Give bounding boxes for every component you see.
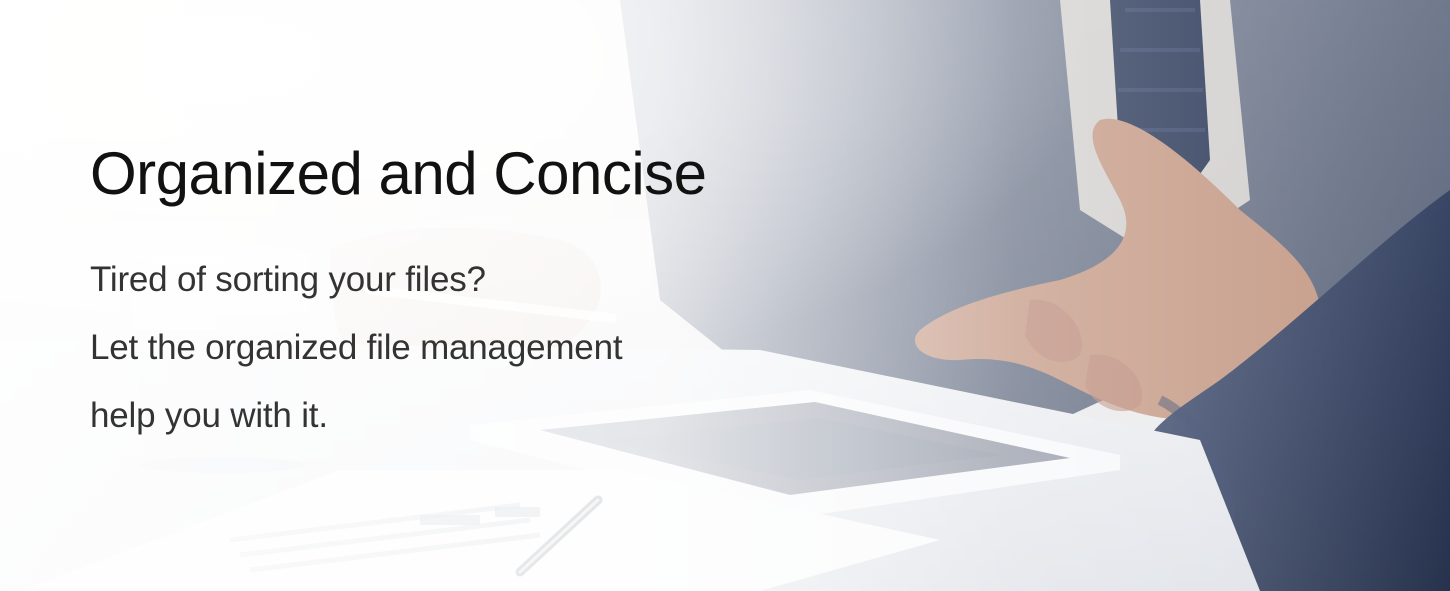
hero-description-line: Tired of sorting your files? <box>90 260 486 299</box>
hero-description: Tired of sorting your files? Let the org… <box>90 246 850 450</box>
hero-description-line: Let the organized file management <box>90 328 623 367</box>
hero-headline: Organized and Concise <box>90 140 707 207</box>
hero-text: Organized and Concise Tired of sorting y… <box>90 136 850 450</box>
hero-description-line: help you with it. <box>90 396 328 435</box>
